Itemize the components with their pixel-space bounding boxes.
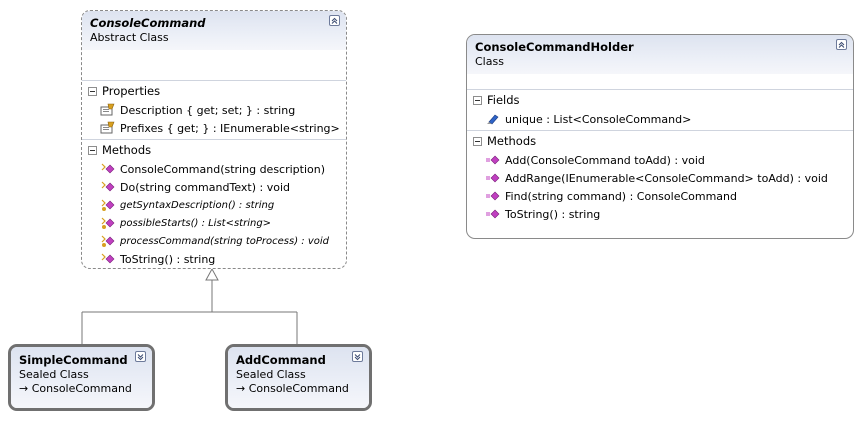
class-kind: Class [475, 55, 504, 68]
class-kind: Sealed Class [19, 368, 89, 381]
section-title: Properties [102, 84, 161, 98]
member-property[interactable]: Prefixes { get; } : IEnumerable<string> [82, 119, 346, 137]
collapse-minus-icon[interactable] [473, 95, 482, 105]
collapse-up-icon[interactable] [836, 39, 847, 50]
method-icon [101, 253, 115, 264]
class-simple-command[interactable]: SimpleCommand Sealed Class → ConsoleComm… [8, 344, 155, 411]
member-method[interactable]: ToString() : string [467, 205, 853, 223]
class-header: SimpleCommand Sealed Class → ConsoleComm… [11, 347, 152, 408]
class-kind: Abstract Class [90, 31, 169, 44]
section-title: Methods [487, 134, 537, 148]
base-class-label: → ConsoleCommand [236, 382, 349, 395]
protected-method-icon [101, 217, 115, 229]
section-title: Methods [102, 143, 152, 157]
member-method[interactable]: AddRange(IEnumerable<ConsoleCommand> toA… [467, 169, 853, 187]
collapse-minus-icon[interactable] [88, 145, 97, 155]
property-icon [100, 121, 115, 134]
class-console-command[interactable]: ConsoleCommand Abstract Class Properties… [81, 10, 347, 269]
base-class-label: → ConsoleCommand [19, 382, 132, 395]
section-fields-header[interactable]: Fields [467, 89, 853, 110]
field-icon [487, 114, 499, 125]
class-header: AddCommand Sealed Class → ConsoleCommand [228, 347, 369, 408]
member-method[interactable]: getSyntaxDescription() : string [82, 196, 346, 214]
class-console-command-holder[interactable]: ConsoleCommandHolder Class Fields unique… [466, 34, 854, 239]
section-methods-header[interactable]: Methods [467, 130, 853, 151]
class-name: ConsoleCommandHolder [475, 40, 634, 54]
class-kind: Sealed Class [236, 368, 306, 381]
property-icon [100, 103, 115, 116]
method-icon [486, 173, 500, 183]
expand-down-icon[interactable] [135, 351, 146, 362]
collapse-up-icon[interactable] [329, 15, 340, 26]
protected-method-icon [101, 235, 115, 247]
section-properties-header[interactable]: Properties [82, 80, 346, 101]
expand-down-icon[interactable] [352, 351, 363, 362]
collapse-minus-icon[interactable] [88, 86, 97, 96]
class-name: ConsoleCommand [90, 16, 206, 30]
method-icon [486, 191, 500, 201]
method-icon [486, 155, 500, 165]
collapse-minus-icon[interactable] [473, 136, 482, 146]
member-method[interactable]: processCommand(string toProcess) : void [82, 232, 346, 250]
member-method[interactable]: ConsoleCommand(string description) [82, 160, 346, 178]
member-method[interactable]: possibleStarts() : List<string> [82, 214, 346, 232]
section-title: Fields [487, 93, 520, 107]
method-icon [101, 181, 115, 192]
member-method[interactable]: Do(string commandText) : void [82, 178, 346, 196]
class-add-command[interactable]: AddCommand Sealed Class → ConsoleCommand [225, 344, 372, 411]
class-header: ConsoleCommandHolder Class [467, 35, 853, 74]
member-property[interactable]: Description { get; set; } : string [82, 101, 346, 119]
member-method[interactable]: Add(ConsoleCommand toAdd) : void [467, 151, 853, 169]
member-field[interactable]: unique : List<ConsoleCommand> [467, 110, 853, 128]
method-icon [101, 163, 115, 174]
class-name: SimpleCommand [19, 353, 128, 367]
member-method[interactable]: ToString() : string [82, 250, 346, 268]
class-name: AddCommand [236, 353, 326, 367]
member-method[interactable]: Find(string command) : ConsoleCommand [467, 187, 853, 205]
section-methods-header[interactable]: Methods [82, 139, 346, 160]
protected-method-icon [101, 199, 115, 211]
method-icon [486, 209, 500, 219]
class-header: ConsoleCommand Abstract Class [82, 11, 346, 50]
inheritance-arrow-head [205, 267, 219, 281]
